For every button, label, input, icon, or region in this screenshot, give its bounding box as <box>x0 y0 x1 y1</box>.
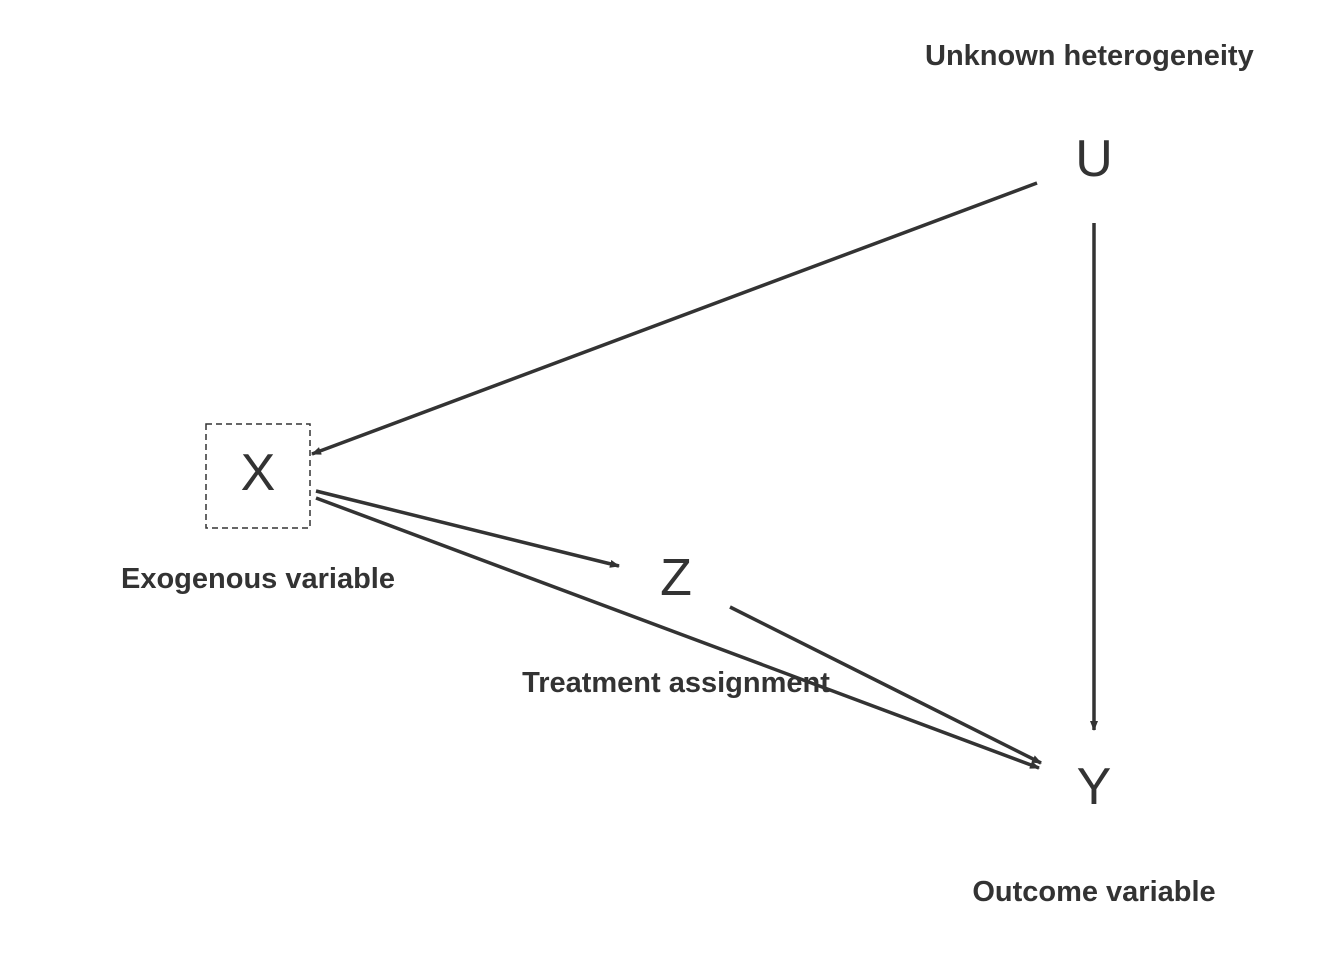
node-x-letter: X <box>241 444 276 502</box>
node-u-caption: Unknown heterogeneity <box>925 40 1254 72</box>
node-z-letter: Z <box>660 549 692 607</box>
node-y-letter: Y <box>1077 758 1112 816</box>
node-x-caption: Exogenous variable <box>121 563 395 595</box>
edge-u-to-x <box>311 181 1038 456</box>
node-y: Y Outcome variable <box>972 758 1215 908</box>
node-u-letter: U <box>1075 130 1113 188</box>
node-y-caption: Outcome variable <box>972 876 1215 908</box>
node-z: Z Treatment assignment <box>522 549 830 699</box>
edge-x-to-z <box>315 489 620 568</box>
node-z-caption: Treatment assignment <box>522 667 830 699</box>
edge-x-to-y <box>315 496 1040 770</box>
node-x-frame <box>205 423 311 529</box>
edges <box>311 181 1098 770</box>
node-u: Unknown heterogeneity U <box>925 40 1254 188</box>
node-x: X Exogenous variable <box>121 423 395 595</box>
edge-z-to-y <box>729 605 1042 765</box>
